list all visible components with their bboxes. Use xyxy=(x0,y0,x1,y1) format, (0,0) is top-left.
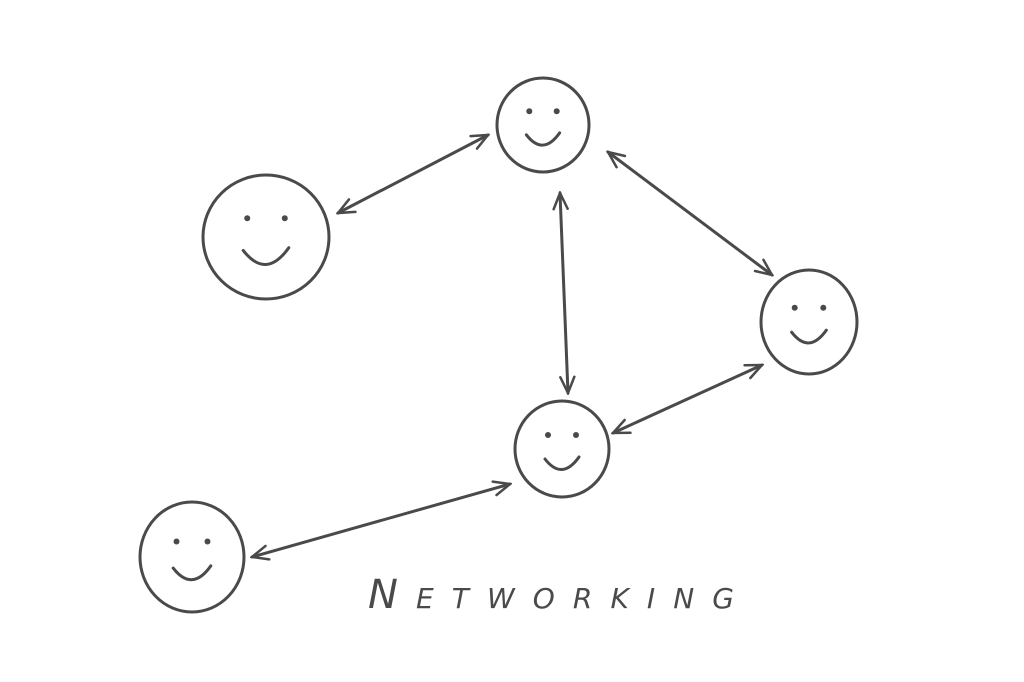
edge-right-to-middle-double-arrow xyxy=(613,363,762,435)
eye xyxy=(791,304,798,311)
eye xyxy=(573,432,579,438)
eye xyxy=(281,215,288,222)
smile xyxy=(171,564,213,582)
eye xyxy=(553,108,560,115)
diagram-title: Networking xyxy=(368,572,740,618)
smile xyxy=(524,131,562,147)
node-right-smiley-face-icon xyxy=(759,268,859,376)
smile xyxy=(790,328,828,345)
face-outline xyxy=(495,76,591,174)
eye xyxy=(526,108,533,115)
node-left-smiley-face-icon xyxy=(201,173,331,301)
node-bottom-left-smiley-face-icon xyxy=(138,500,246,614)
node-top-smiley-face-icon xyxy=(495,76,591,174)
smile xyxy=(241,246,291,266)
face-outline xyxy=(759,268,859,376)
eye xyxy=(820,304,827,311)
edge-top-to-right-double-arrow xyxy=(608,152,772,275)
eye xyxy=(545,432,551,438)
face-outline xyxy=(513,399,611,499)
eye xyxy=(244,215,251,222)
node-middle-smiley-face-icon xyxy=(513,399,611,499)
edge-middle-to-bottom-left-double-arrow xyxy=(252,484,510,557)
eye xyxy=(204,538,211,545)
face-outline xyxy=(138,500,246,614)
edge-top-to-middle-double-arrow xyxy=(560,193,568,393)
smile xyxy=(543,455,581,471)
eye xyxy=(173,538,180,545)
face-outline xyxy=(201,173,331,301)
edge-left-to-top-double-arrow xyxy=(338,133,488,215)
